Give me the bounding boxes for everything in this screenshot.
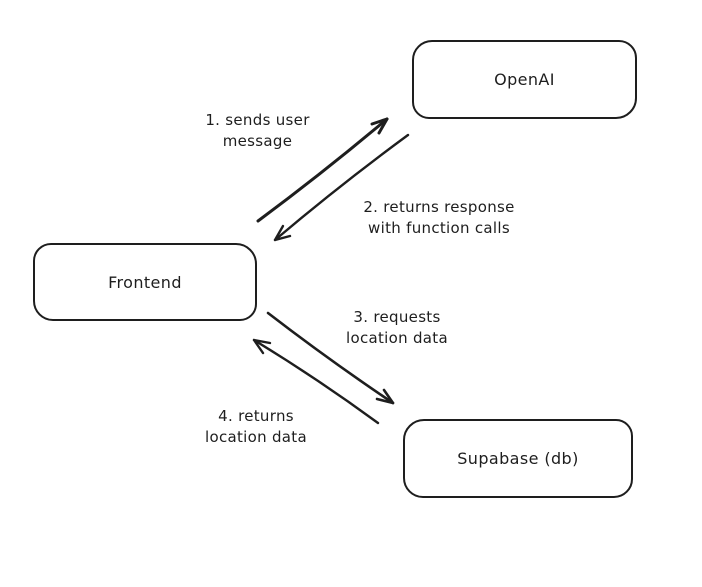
- node-supabase-label: Supabase (db): [457, 449, 579, 468]
- arrow-supabase-to-frontend: [252, 338, 380, 425]
- node-frontend: Frontend: [33, 243, 257, 321]
- arrow-frontend-to-supabase: [266, 311, 395, 405]
- node-openai-label: OpenAI: [494, 70, 555, 89]
- arrow-openai-to-frontend: [273, 133, 410, 242]
- node-supabase: Supabase (db): [403, 419, 633, 498]
- edge-label-returns-location-data: 4. returns location data: [205, 407, 307, 446]
- node-frontend-label: Frontend: [108, 272, 182, 292]
- edge-label-returns-response: 2. returns response with function calls: [363, 198, 515, 237]
- edge-label-sends-user-message: 1. sends user message: [205, 111, 310, 150]
- node-openai: OpenAI: [412, 40, 637, 119]
- edge-label-requests-location-data: 3. requests location data: [346, 308, 448, 347]
- arrow-frontend-to-openai: [256, 117, 389, 223]
